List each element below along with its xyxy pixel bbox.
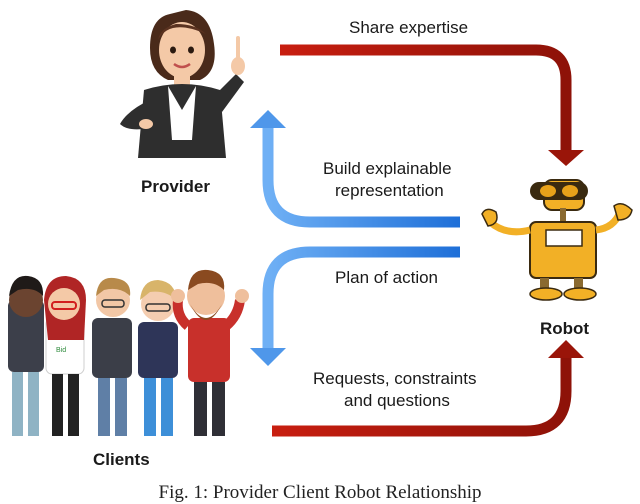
- node-label-clients: Clients: [93, 450, 150, 469]
- arrow-plan-of-action: [250, 246, 460, 366]
- clients-illustration: Bid: [8, 269, 249, 436]
- node-label-robot: Robot: [540, 319, 590, 338]
- edge-label-share-expertise: Share expertise: [349, 18, 469, 37]
- arrow-requests: [272, 340, 584, 437]
- node-label-provider: Provider: [141, 177, 210, 196]
- edge-label-requests-line-2: and questions: [344, 391, 450, 410]
- client-person-4: [138, 280, 178, 436]
- provider-illustration: [120, 10, 245, 158]
- client-person-5: [171, 269, 249, 436]
- arrow-share-expertise: [280, 44, 584, 166]
- figure-caption: Fig. 1: Provider Client Robot Relationsh…: [158, 482, 482, 503]
- shirt-logo-text: Bid: [56, 347, 66, 354]
- client-person-2: Bid: [44, 276, 86, 436]
- robot-illustration: [481, 179, 633, 301]
- edge-label-plan-of-action: Plan of action: [335, 268, 439, 287]
- edge-label-build-explainable-line-2: representation: [335, 181, 444, 200]
- client-person-1: [8, 275, 44, 436]
- arrow-build-representation: [250, 110, 460, 228]
- client-person-3: [92, 277, 132, 436]
- edge-label-build-explainable-line-1: Build explainable: [323, 159, 452, 178]
- edge-label-requests-line-1: Requests, constraints: [313, 369, 477, 388]
